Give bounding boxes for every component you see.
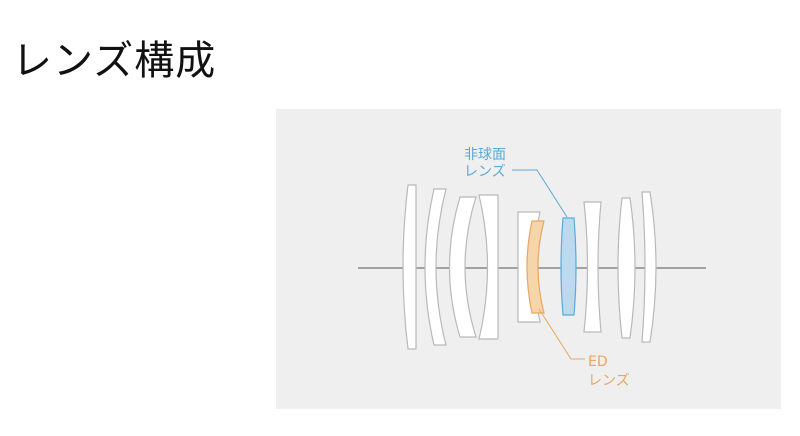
ed-label-line1: ED xyxy=(588,354,608,370)
aspherical-label-line1: 非球面 xyxy=(464,147,506,163)
lens-diagram: 非球面 レンズ ED レンズ xyxy=(276,109,781,409)
lens-element-10 xyxy=(641,191,657,343)
lens-element-3 xyxy=(448,196,477,338)
lens-element-4 xyxy=(478,194,499,340)
lens-element-1 xyxy=(402,184,417,350)
aspherical-callout-line xyxy=(512,169,568,218)
lens-element-8 xyxy=(583,201,602,333)
lens-element-2 xyxy=(424,188,447,346)
lens-element-ed xyxy=(526,220,545,314)
lens-group xyxy=(402,184,657,350)
ed-callout-line xyxy=(538,308,585,360)
lens-diagram-panel: 非球面 レンズ ED レンズ xyxy=(276,109,781,409)
ed-label-line2: レンズ xyxy=(588,373,630,389)
aspherical-label-line2: レンズ xyxy=(464,164,506,180)
lens-element-9 xyxy=(617,197,636,339)
page-title: レンズ構成 xyxy=(12,38,217,84)
lens-element-aspherical xyxy=(560,217,577,316)
